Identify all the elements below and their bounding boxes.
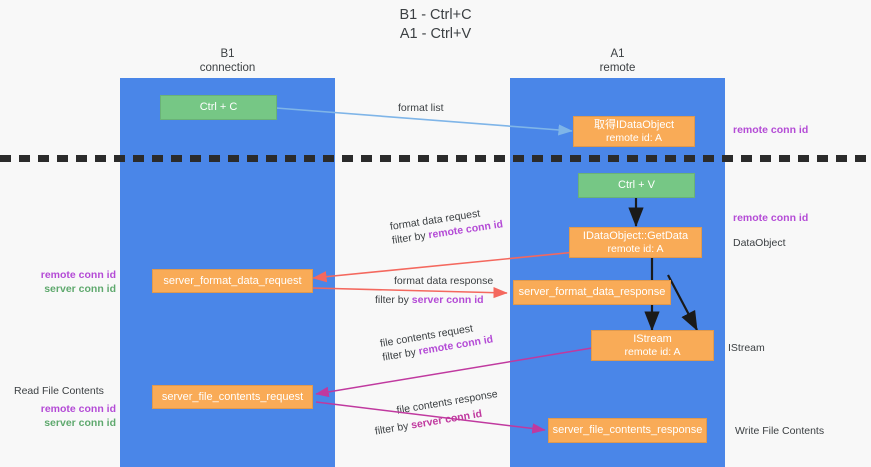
edge-format-data-response-line2: filter by server conn id [375,293,493,307]
edge-label-format-list-text: format list [398,102,444,114]
title-line-1: B1 - Ctrl+C [399,7,472,23]
edge-format-data-request-prefix: filter by [391,229,430,247]
node-getdata-line2: remote id: A [607,242,664,255]
node-get-idataobject-line1: 取得IDataObject [593,118,675,131]
node-get-idataobject-line2: remote id: A [605,131,663,144]
node-idataobject-getdata[interactable]: IDataObject::GetData remote id: A [569,227,702,258]
lane-header-a1-name: A1 [610,48,625,60]
annotation-right-write-file-contents: Write File Contents [735,425,825,437]
edge-file-contents-response-prefix: filter by [373,419,413,438]
node-server-format-data-response[interactable]: server_format_data_response [513,280,671,305]
node-server-file-contents-response-label: server_file_contents_response [552,424,703,436]
annotation-left-server-conn-id-2: server conn id [44,417,116,429]
edge-label-file-contents-response: file contents response filter by server … [371,387,502,439]
node-ctrl-v[interactable]: Ctrl + V [578,173,695,198]
lane-header-b1-name: B1 [220,48,235,60]
node-istream-line2: remote id: A [624,345,681,358]
annotation-right-dataobject: DataObject [733,237,786,249]
node-ctrl-c-label: Ctrl + C [199,101,238,113]
lane-header-b1-sub: connection [199,61,256,74]
edge-format-data-response-prefix: filter by [375,294,412,306]
annotation-left-remote-conn-id-2: remote conn id [40,403,116,415]
annotation-right-remote-conn-id-mid: remote conn id [733,212,809,224]
annotation-right-istream: IStream [728,342,765,354]
node-server-file-contents-request-label: server_file_contents_request [161,390,304,403]
edge-label-format-data-request: format data request filter by remote con… [389,203,504,247]
edge-label-format-data-response: format data response filter by server co… [375,274,494,307]
node-ctrl-c[interactable]: Ctrl + C [160,95,277,120]
title-line-2: A1 - Ctrl+V [399,26,472,42]
node-getdata-line1: IDataObject::GetData [582,229,689,242]
annotation-left-read-file-contents: Read File Contents [14,385,104,397]
annotation-left-conn-ids-top: remote conn id server conn id [20,268,116,296]
edge-label-format-list: format list [398,101,444,115]
node-server-format-data-response-label: server_format_data_response [518,286,666,298]
annotation-left-remote-conn-id: remote conn id [40,269,116,281]
node-ctrl-v-label: Ctrl + V [618,179,655,191]
annotation-right-remote-conn-id-top: remote conn id [733,124,809,136]
node-istream[interactable]: IStream remote id: A [591,330,714,361]
annotation-left-conn-ids-bottom: remote conn id server conn id [20,402,116,430]
lane-header-a1: A1 remote [510,48,725,75]
node-server-file-contents-request[interactable]: server_file_contents_request [152,385,313,409]
annotation-left-server-conn-id: server conn id [44,283,116,295]
edge-label-file-contents-request: file contents request filter by remote c… [379,319,494,365]
page-title: B1 - Ctrl+C A1 - Ctrl+V [0,6,871,44]
edge-format-data-response-line1: format data response [394,275,494,287]
node-istream-line1: IStream [633,332,672,345]
node-server-format-data-request-label: server_format_data_request [163,274,302,287]
node-server-file-contents-response[interactable]: server_file_contents_response [548,418,707,443]
phase-divider [0,155,871,162]
node-get-idataobject[interactable]: 取得IDataObject remote id: A [573,116,695,147]
lane-header-a1-sub: remote [599,61,636,74]
node-server-format-data-request[interactable]: server_format_data_request [152,269,313,293]
edge-format-data-response-key: server conn id [411,294,484,306]
lane-header-b1: B1 connection [120,48,335,75]
